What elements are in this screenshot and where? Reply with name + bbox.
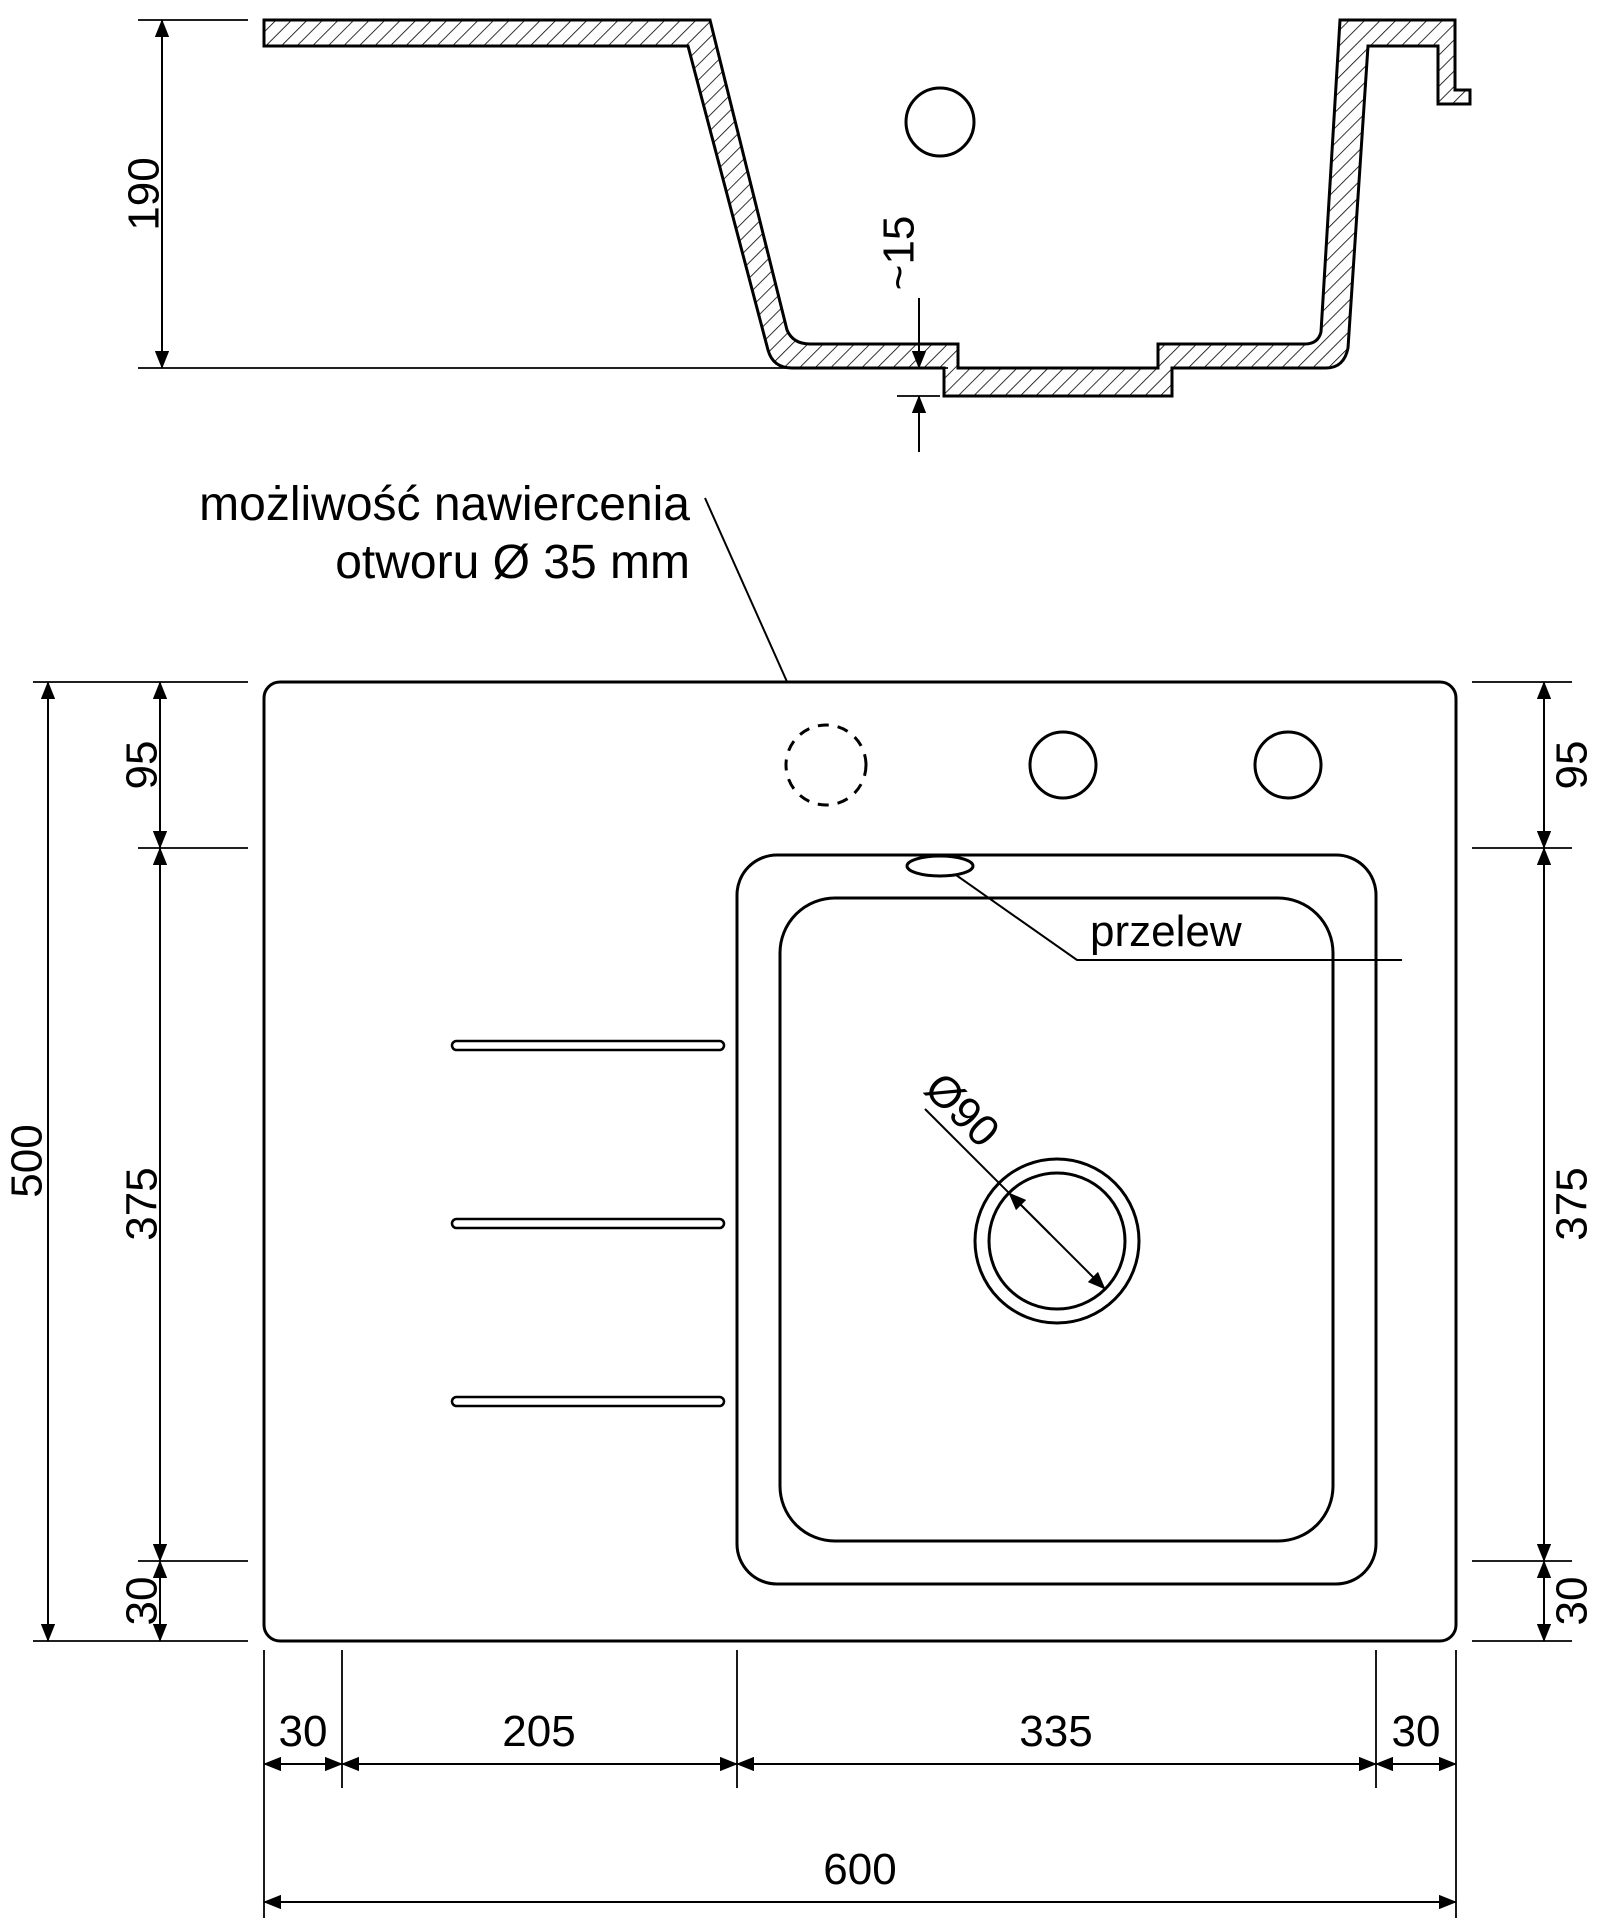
drainer-rib: [450, 1217, 726, 1230]
dim-95-right-label: 95: [1548, 741, 1597, 790]
dim-w2-label: 205: [502, 1707, 575, 1756]
dim-30-right-label: 30: [1548, 1577, 1597, 1626]
sink-body-section: [262, 18, 1472, 398]
dim-375-left-label: 375: [118, 1167, 167, 1240]
overflow-label: przelew: [1090, 907, 1242, 956]
dim-depth: 190: [120, 19, 790, 369]
overflow-leader-line: [955, 874, 1402, 961]
dim-bottom-thickness: ~15: [875, 216, 948, 452]
overflow-callout: przelew: [955, 874, 1402, 961]
overflow-ellipse: [905, 854, 975, 878]
bowl-inner: [778, 896, 1335, 1543]
dim-15-label: ~15: [875, 216, 924, 291]
dim-width-total: 600: [263, 1845, 1457, 1910]
dim-375-right-label: 375: [1548, 1167, 1597, 1240]
annotation-line1: możliwość nawiercenia: [199, 478, 690, 531]
drainer-rib: [450, 1039, 726, 1052]
drain-inner-circle: [987, 1171, 1127, 1311]
faucet-hole-1: [1028, 730, 1098, 800]
drill-hole-dashed-circle: [784, 723, 868, 807]
dim-w3-label: 335: [1019, 1707, 1092, 1756]
dim-30-left-label: 30: [118, 1577, 167, 1626]
annotation-line2: otworu Ø 35 mm: [335, 536, 690, 589]
cross-section-view: 190 ~15: [120, 18, 1472, 452]
faucet-hole-section: [904, 86, 976, 158]
faucet-hole-2: [1253, 730, 1323, 800]
dim-w1-label: 30: [279, 1707, 328, 1756]
bowl-outer: [735, 853, 1378, 1586]
plan-view: przelew Ø90: [262, 680, 1458, 1643]
plan-dimensions: 500 95 375 30 95 375 30: [3, 681, 1597, 1918]
dim-right-column: 95 375 30: [1472, 681, 1597, 1642]
dim-500-label: 500: [3, 1124, 52, 1197]
dim-bottom-widths: 30 205 335 30: [263, 1650, 1457, 1918]
drain-outer-circle: [973, 1157, 1141, 1325]
dimension-line-drain-arrow: [1008, 1192, 1051, 1235]
dim-95-left-label: 95: [118, 741, 167, 790]
dim-left-column: 95 375 30: [118, 681, 248, 1642]
dim-height-total: 500: [3, 681, 248, 1642]
dim-190-label: 190: [120, 157, 169, 230]
dim-600-label: 600: [823, 1845, 896, 1894]
drainer-rib: [450, 1395, 726, 1408]
dim-w4-label: 30: [1392, 1707, 1441, 1756]
